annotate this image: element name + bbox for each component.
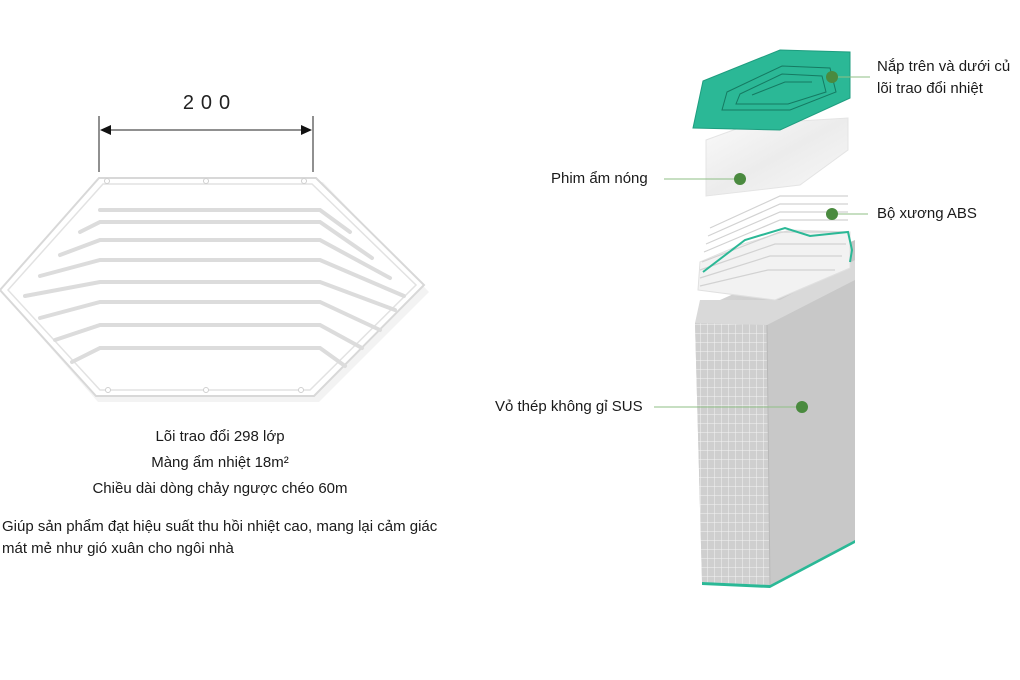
abs-frame [697,195,854,301]
hexagonal-core-plate [0,177,429,402]
product-description: Giúp sản phẩm đạt hiệu suất thu hồi nhiệ… [2,518,438,557]
stainless-steel-shell [695,240,855,588]
callout-leaders [654,71,870,413]
callout-label: Vỏ thép không gỉ SUS [495,398,643,415]
callout-humidity-film: Phim ẩm nóng [551,168,648,190]
teal-cover-lid [692,49,851,131]
callout-top-bottom-cover: Nắp trên và dưới củ lõi trao đổi nhiệt [877,56,1010,100]
dimension-label: 200 [182,92,238,114]
callout-label: Phim ẩm nóng [551,170,648,187]
spec-core-layers: Lõi trao đổi 298 lớp [155,428,285,445]
callout-label: Bộ xương ABS [877,205,977,222]
callout-label: Nắp trên và dưới củ [877,58,1011,75]
callout-label: lõi trao đổi nhiệt [877,80,983,97]
spec-flow-length: Chiều dài dòng chảy ngược chéo 60m [92,480,348,497]
callout-stainless-shell: Vỏ thép không gỉ SUS [495,396,643,418]
dimension-indicator [98,116,314,172]
callout-abs-frame: Bộ xương ABS [877,203,977,225]
spec-membrane-area: Màng ẩm nhiệt 18m² [151,454,289,471]
